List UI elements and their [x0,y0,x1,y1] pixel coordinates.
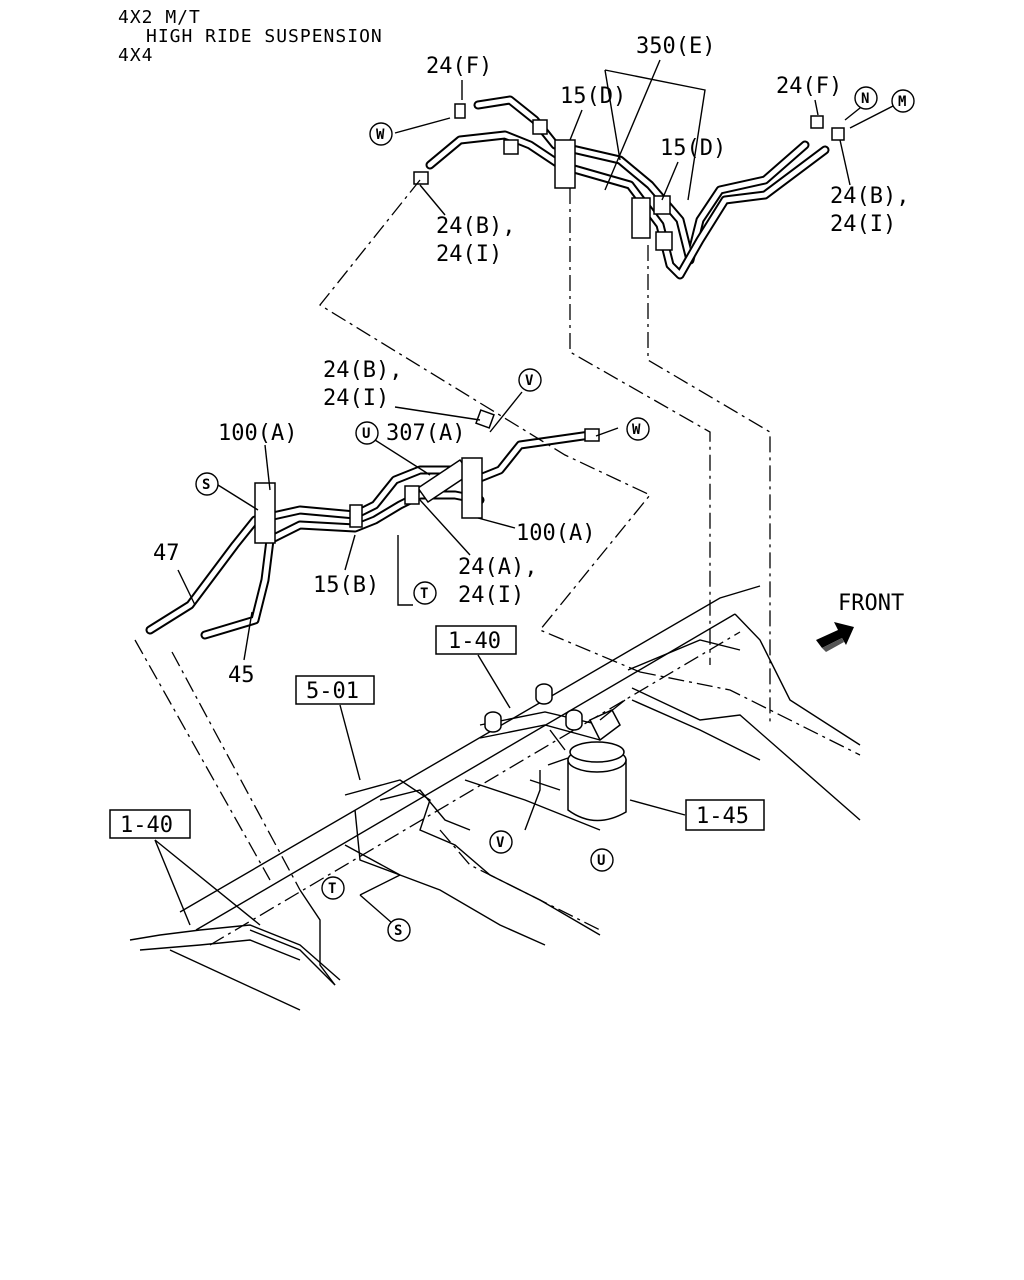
svg-text:S: S [394,923,402,939]
callout-24i-upper: 24(I) [436,242,502,267]
svg-text:U: U [597,853,605,869]
callout-100a-right: 100(A) [516,521,595,546]
svg-text:T: T [328,881,336,897]
svg-text:W: W [632,422,641,438]
callout-24i-low: 24(I) [458,583,524,608]
ref-1-45-text: 1-45 [696,804,749,829]
header-line-2: HIGH RIDE SUSPENSION [146,26,383,47]
svg-text:T: T [420,586,428,602]
ref-box-1-40-left[interactable]: 1-40 [109,809,191,839]
callout-47: 47 [153,541,180,566]
front-arrow-icon [816,622,854,652]
marker-t-lower: T [321,876,345,900]
callout-100a-left: 100(A) [218,421,297,446]
marker-u-lower: U [590,848,614,872]
marker-v-upper: V [518,368,542,392]
svg-text:M: M [898,94,906,110]
callout-24b-right: 24(B), [830,184,909,209]
svg-text:W: W [376,127,385,143]
ref-box-5-01[interactable]: 5-01 [295,675,375,705]
callout-15d-mid: 15(D) [660,136,726,161]
leader-lines [154,59,896,926]
marker-s-upper: S [195,472,219,496]
callout-24i-right: 24(I) [830,212,896,237]
callout-350e: 350(E) [636,34,715,59]
marker-t-upper: T [413,581,437,605]
callout-24f-right: 24(F) [776,74,842,99]
fuel-filter-assembly [479,683,627,831]
fuel-tubes-upper [413,95,845,280]
callout-24f-left: 24(F) [426,54,492,79]
svg-text:N: N [861,91,869,107]
header-line-3: 4X4 [118,45,154,66]
callout-24b-upper: 24(B), [436,214,515,239]
marker-w-upper: W [369,122,393,146]
marker-u-upper: U [355,421,379,445]
callout-15b: 15(B) [313,573,379,598]
callout-15d-top: 15(D) [560,84,626,109]
ref-5-01-text: 5-01 [306,679,359,704]
connection-lines [134,179,771,931]
callout-24i-mid: 24(I) [323,386,389,411]
svg-text:U: U [362,426,370,442]
ref-1-40-top-text: 1-40 [448,629,501,654]
ref-1-40-left-text: 1-40 [120,813,173,838]
marker-s-lower: S [387,918,411,942]
chassis-frame [129,585,861,1011]
marker-v-lower: V [489,830,513,854]
svg-text:V: V [525,373,534,389]
ref-box-1-45[interactable]: 1-45 [685,799,765,831]
svg-text:V: V [496,835,505,851]
ref-box-1-40-top[interactable]: 1-40 [435,625,517,655]
callout-24b-mid: 24(B), [323,358,402,383]
callout-45: 45 [228,663,255,688]
front-label: FRONT [838,591,904,616]
marker-m: M [891,89,915,113]
marker-n: N [854,86,878,110]
callout-307a: 307(A) [386,421,465,446]
fuel-tubes-middle [145,409,600,640]
header-line-1: 4X2 M/T [118,7,201,28]
callout-24a: 24(A), [458,555,537,580]
svg-text:S: S [202,477,210,493]
marker-w-middle: W [626,417,650,441]
